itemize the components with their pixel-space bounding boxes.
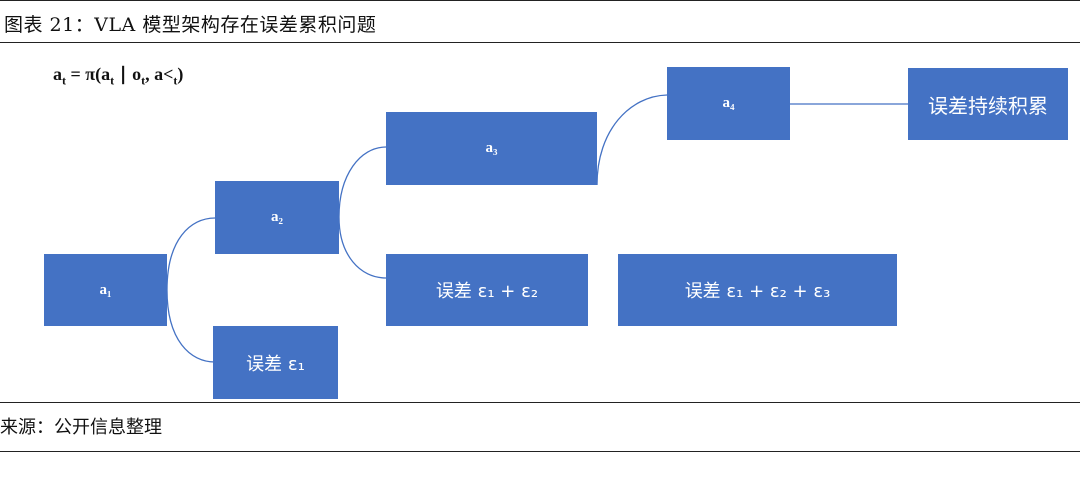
top-rule (0, 0, 1080, 1)
connector-a1-e1 (166, 289, 216, 363)
formula-sub-t4: t (173, 73, 178, 88)
formula: at = π(at ∣ ot, a<t) (53, 64, 183, 89)
formula-sub-t: t (62, 73, 66, 88)
connector-a2-e12 (338, 216, 387, 279)
formula-close: ) (177, 64, 184, 84)
source-note: 来源：公开信息整理 (0, 417, 162, 438)
bottom-rule (0, 451, 1080, 452)
node-a3: a₃ (386, 112, 597, 185)
node-a2: a₂ (215, 181, 339, 254)
formula-rest: , a< (145, 64, 174, 84)
error-accumulation: 误差持续积累 (908, 68, 1068, 140)
error-e1-e2: 误差 ε₁ + ε₂ (386, 254, 588, 326)
connector-a2-a3 (338, 146, 387, 218)
connector-a3-a4 (596, 94, 668, 186)
connector-a1-a2 (166, 217, 216, 291)
formula-sub-t2: t (110, 73, 115, 88)
node-a4: a₄ (667, 67, 790, 140)
node-a1: a₁ (44, 254, 167, 326)
formula-sub-t3: t (141, 73, 146, 88)
title-rule (0, 42, 1080, 43)
source-top-rule (0, 402, 1080, 403)
error-e1-e2-e3: 误差 ε₁ + ε₂ + ε₃ (618, 254, 897, 326)
error-e1: 误差 ε₁ (213, 326, 338, 399)
formula-sep: ∣ o (114, 64, 142, 84)
figure-title: 图表 21：VLA 模型架构存在误差累积问题 (4, 14, 377, 36)
formula-a: a (53, 64, 62, 84)
formula-eq: = π(a (66, 64, 111, 84)
